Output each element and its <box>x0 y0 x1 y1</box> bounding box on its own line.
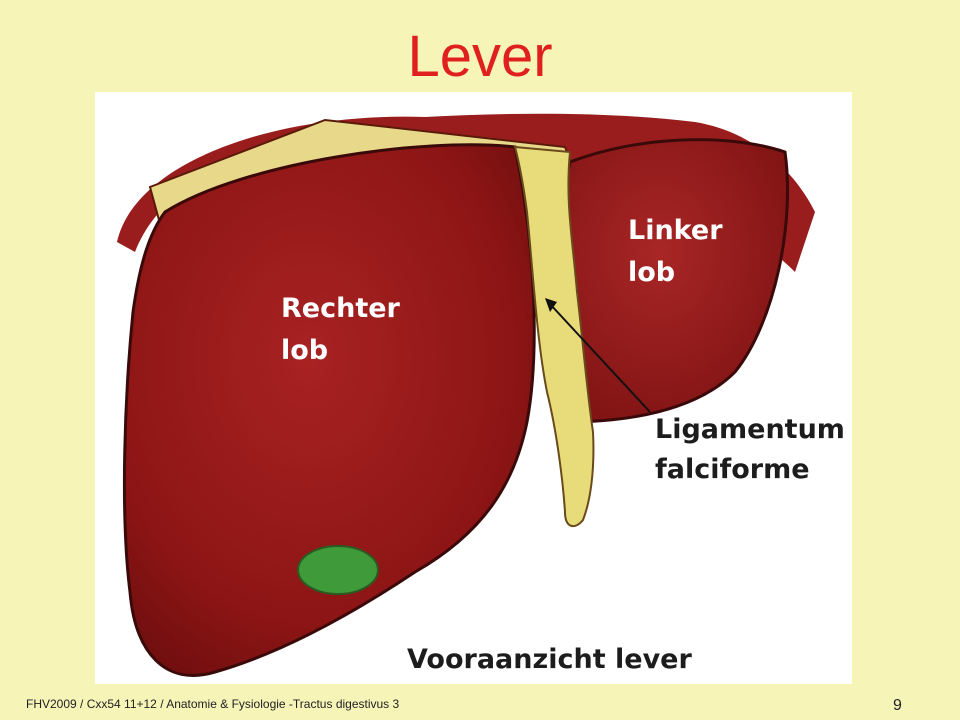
liver-illustration: Rechter lob Linker lob Ligamentum falcif… <box>95 92 852 684</box>
label-left-lobe-line1: Linker <box>628 215 723 246</box>
falciform-ligament <box>513 145 595 528</box>
pointer-line <box>549 303 651 413</box>
label-ligament-line1: Ligamentum <box>655 414 845 445</box>
label-left-lobe: Linker lob <box>628 210 723 294</box>
slide-footer: FHV2009 / Cxx54 11+12 / Anatomie & Fysio… <box>26 697 400 711</box>
right-lobe <box>122 143 536 677</box>
label-right-lobe-line1: Rechter <box>281 293 400 324</box>
liver-drawing <box>117 113 815 677</box>
label-right-lobe-line2: lob <box>281 335 329 366</box>
label-right-lobe: Rechter lob <box>281 288 400 372</box>
pointer-arrowhead <box>545 298 557 312</box>
label-ligament-line2: falciforme <box>655 454 810 485</box>
page-number: 9 <box>893 697 902 714</box>
label-ligament: Ligamentum falciforme <box>655 410 845 490</box>
slide-title: Lever <box>407 24 553 89</box>
gallbladder <box>297 545 379 595</box>
figure-caption: Vooraanzicht lever <box>407 644 692 675</box>
label-left-lobe-line2: lob <box>628 257 676 288</box>
